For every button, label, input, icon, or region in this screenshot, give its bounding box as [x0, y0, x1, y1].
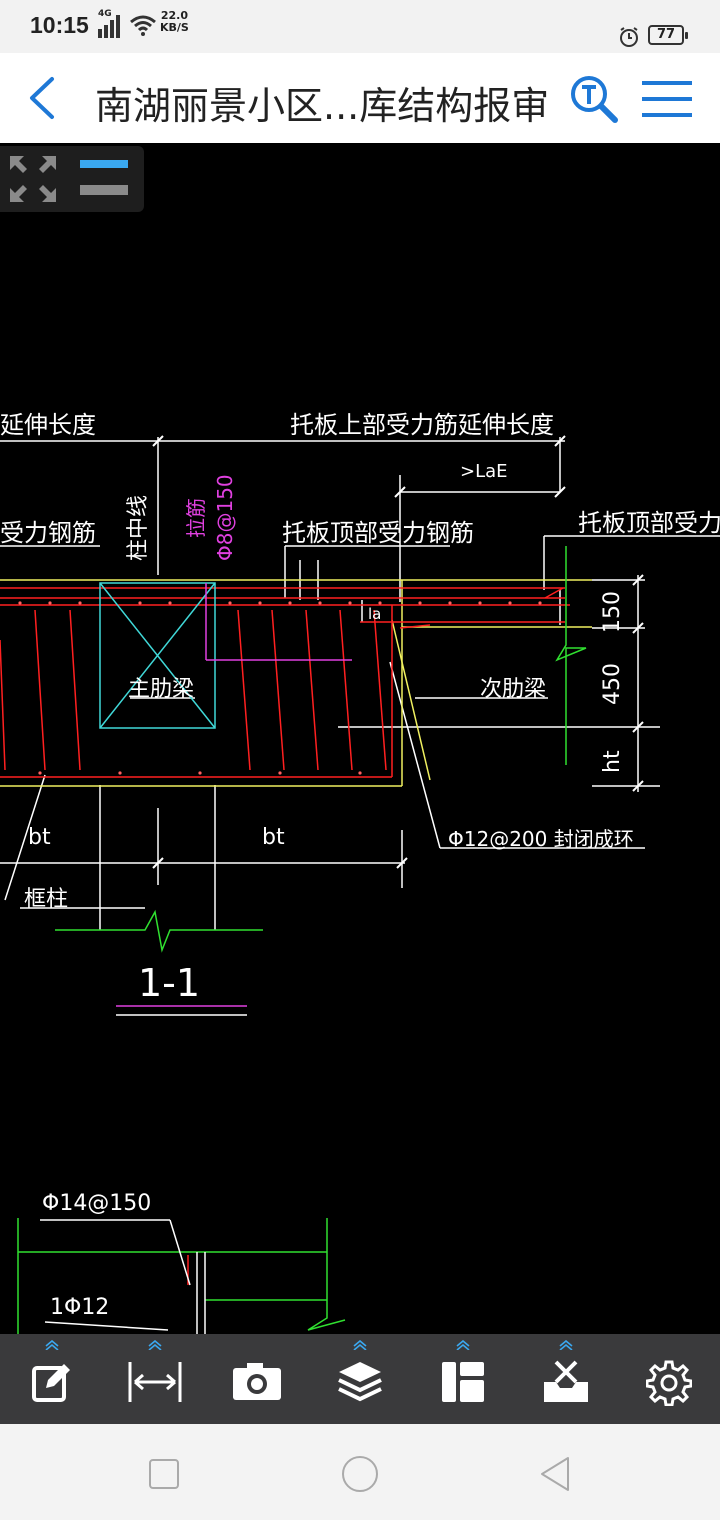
measure-tool[interactable] [103, 1334, 207, 1424]
chevron-up-icon [45, 1340, 59, 1350]
label-top-bar-extension: 托板上部受力筋延伸长度 [290, 411, 554, 439]
chevron-up-icon [148, 1340, 162, 1350]
network-type: 4G [98, 9, 112, 19]
layout-icon [442, 1362, 484, 1402]
label-lae: >LaE [460, 461, 508, 482]
label-secondary-beam: 次肋梁 [480, 677, 547, 702]
label-tie-bar: 拉筋 [184, 498, 208, 538]
title-bar: 南湖丽景小区...库结构报审 [0, 53, 720, 143]
measure-icon [128, 1362, 182, 1402]
chevron-up-icon [559, 1340, 573, 1350]
label-stirrup: Φ12@200 封闭成环 [448, 827, 634, 851]
page-title: 南湖丽景小区...库结构报审 [95, 84, 550, 128]
dim-450: 450 [600, 663, 625, 705]
view-control-panel [0, 146, 144, 212]
dim-bt-left: bt [28, 825, 51, 850]
battery-indicator: 77 [648, 25, 688, 45]
label-la: la [368, 605, 382, 623]
signal-icon [98, 15, 120, 38]
dim-bt-right: bt [262, 825, 285, 850]
edit-icon [32, 1364, 70, 1402]
annotate-tool[interactable] [0, 1334, 104, 1424]
chevron-up-icon [353, 1340, 367, 1350]
camera-icon [233, 1363, 281, 1400]
layout-toggle-icon[interactable] [76, 152, 132, 206]
label-axis: 柱中线 [126, 494, 151, 561]
fit-screen-icon[interactable] [6, 152, 60, 206]
recent-apps-icon[interactable] [144, 1454, 184, 1494]
dim-ht: ht [600, 750, 625, 773]
network-speed: 22.0 KB/S [160, 9, 189, 34]
label-bar-14: Φ14@150 [42, 1191, 152, 1216]
hamburger-menu-icon[interactable] [640, 77, 694, 121]
label-bar-12: 1Φ12 [50, 1295, 110, 1320]
label-tie-spec: Φ8@150 [213, 474, 237, 561]
chevron-up-icon [456, 1340, 470, 1350]
layers-tool[interactable] [308, 1334, 412, 1424]
settings-tool[interactable] [617, 1334, 720, 1424]
label-column: 框柱 [24, 887, 69, 912]
back-arrow-icon[interactable] [18, 71, 68, 125]
home-icon[interactable] [340, 1454, 380, 1494]
screenshot-tool[interactable] [205, 1334, 309, 1424]
toolbox-icon [544, 1360, 588, 1402]
label-main-beam: 主肋梁 [128, 677, 195, 702]
label-extension-left: 延伸长度 [0, 411, 96, 439]
drawing-canvas[interactable]: 延伸长度 托板上部受力筋延伸长度 >LaE 受力钢筋 柱中线 拉筋 Φ8@150… [0, 143, 720, 1334]
toolbox-tool[interactable] [514, 1334, 618, 1424]
section-title: 1-1 [138, 961, 201, 1005]
status-bar: 10:15 4G 22.0 KB/S 77 [0, 0, 720, 53]
dim-150: 150 [600, 591, 625, 633]
label-plate-top-bar-mid: 托板顶部受力钢筋 [282, 519, 474, 547]
alarm-icon [620, 27, 638, 47]
status-time: 10:15 [30, 12, 89, 38]
back-icon[interactable] [536, 1454, 576, 1494]
system-nav-bar [0, 1424, 720, 1520]
layers-icon [338, 1362, 382, 1402]
gear-icon [646, 1360, 692, 1406]
label-stressed-bar-left: 受力钢筋 [0, 519, 96, 547]
cad-drawing[interactable] [0, 143, 720, 1334]
layout-tool[interactable] [411, 1334, 515, 1424]
text-search-icon[interactable] [568, 73, 620, 125]
label-plate-top-bar-right: 托板顶部受力钢筋 [578, 509, 720, 537]
bottom-toolbar [0, 1334, 720, 1424]
wifi-icon [130, 15, 156, 36]
